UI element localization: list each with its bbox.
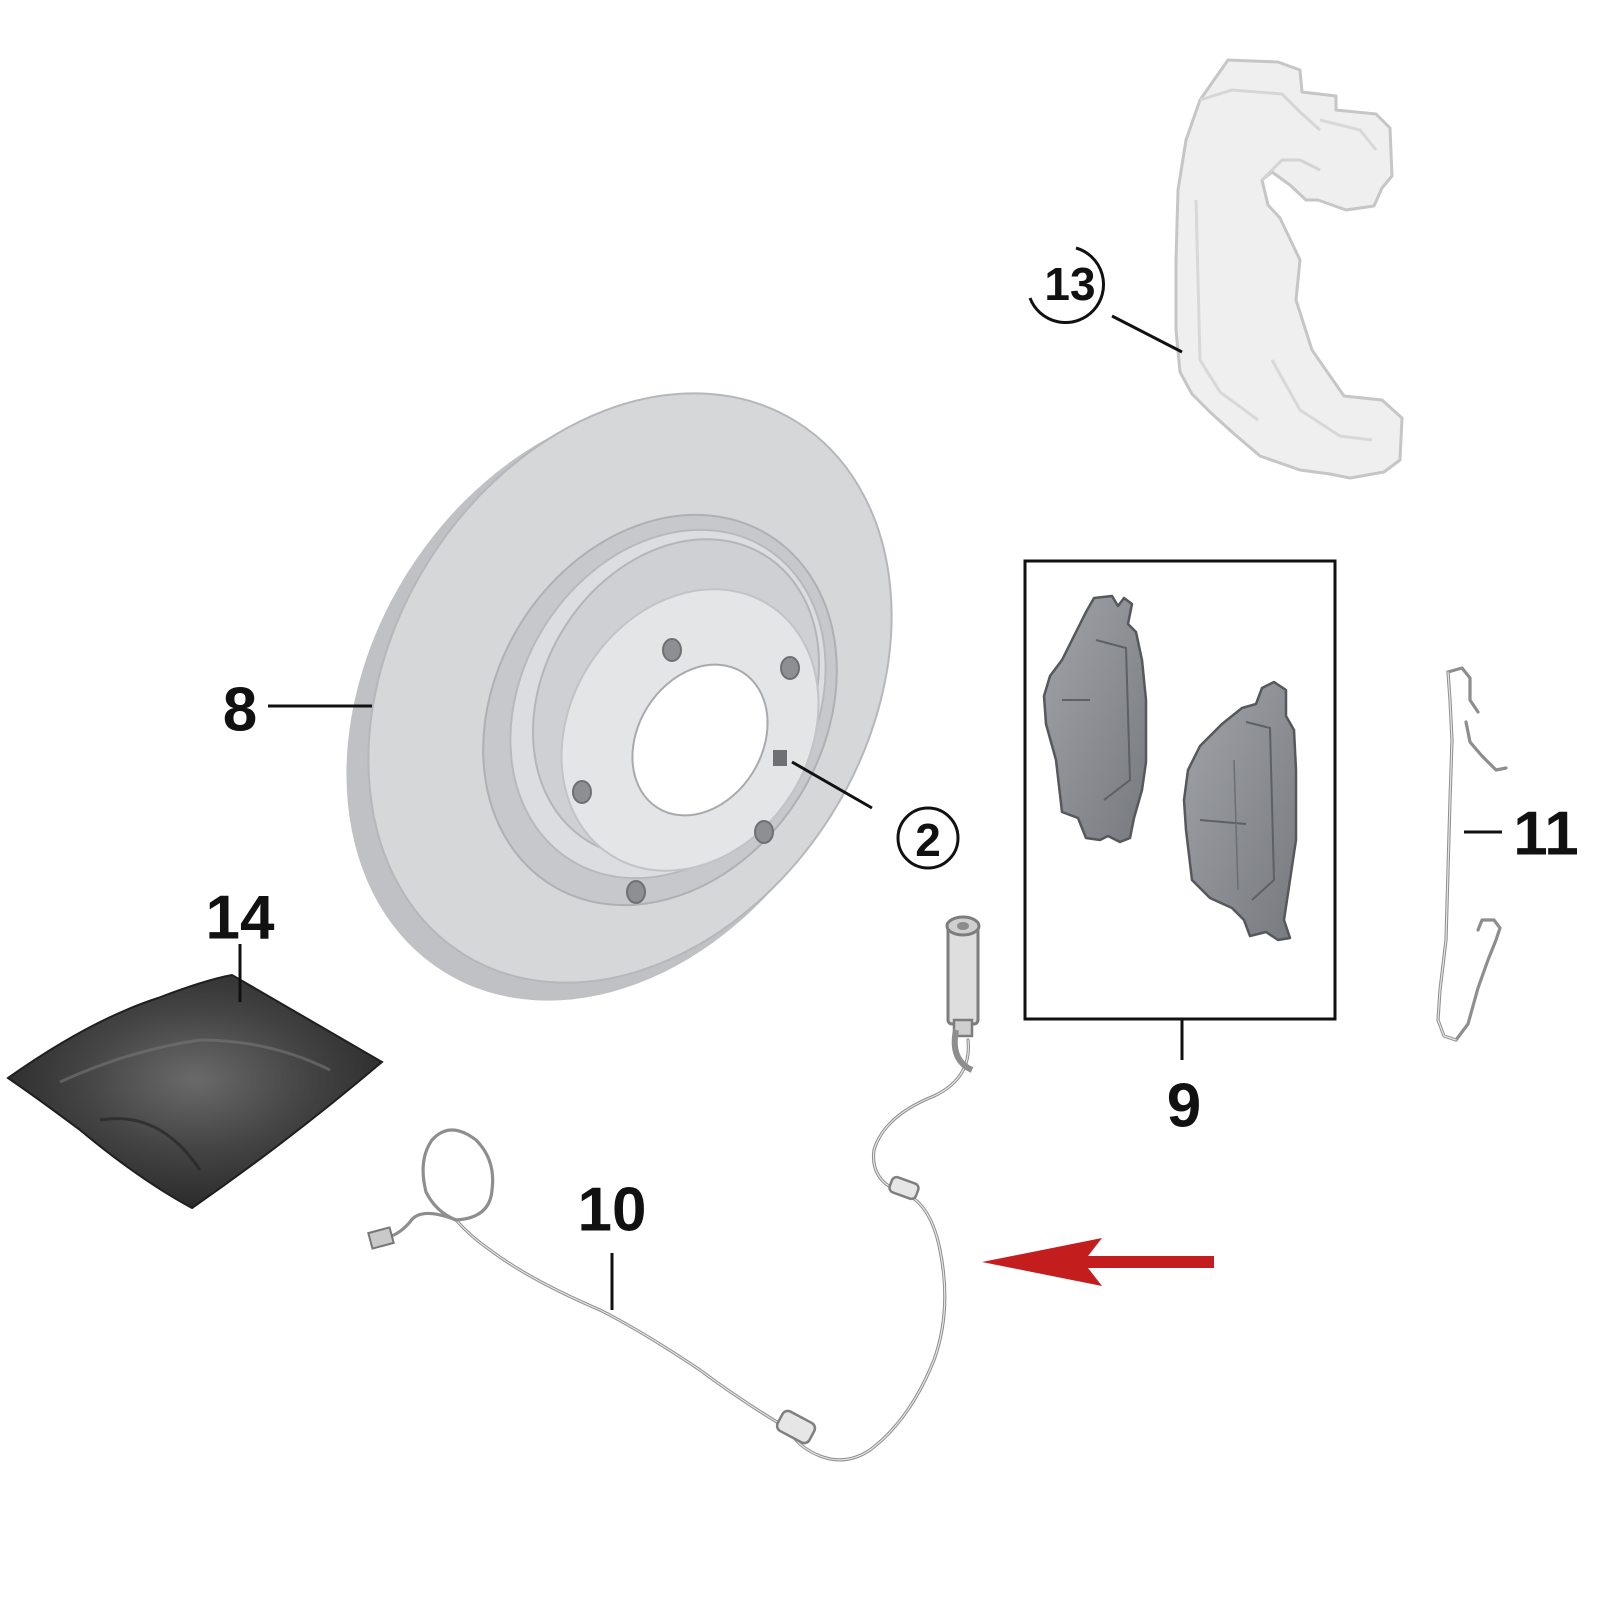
callout-2: 2: [915, 814, 941, 866]
spring-clip: [1436, 666, 1508, 1042]
callout-13-circle: [1028, 246, 1106, 325]
leader-13: [1111, 314, 1183, 354]
brake-pad-set: [1023, 559, 1337, 1021]
callout-8: 8: [223, 676, 257, 745]
callout-13: 13: [1044, 258, 1095, 310]
red-arrow-icon: [982, 1238, 1214, 1286]
caliper-carrier: [1174, 58, 1404, 480]
sensor-cable-clip: [888, 1175, 920, 1201]
sensor-probe: [945, 915, 981, 1073]
leader-lines: [238, 314, 1502, 1310]
callout-10: 10: [578, 1176, 647, 1245]
sensor-inline-clip: [775, 1409, 817, 1445]
brake-pad-left: [1042, 594, 1148, 844]
grease-packet: [6, 973, 384, 1210]
callout-labels: 8 2 9 10 11 13 14: [206, 258, 1579, 1245]
leader-2: [791, 760, 873, 810]
callout-11: 11: [1513, 800, 1579, 869]
rotor-screw: [773, 750, 787, 766]
brake-rotor: [346, 392, 893, 1001]
wear-sensor: [367, 915, 981, 1462]
brake-pad-right: [1182, 680, 1298, 942]
callout-2-circle: [896, 806, 960, 870]
callout-9: 9: [1167, 1072, 1201, 1141]
callout-14: 14: [206, 884, 275, 953]
rotor-bolt-holes: [572, 638, 800, 904]
sensor-connector-end: [367, 1226, 395, 1250]
pad-set-frame: [1023, 559, 1337, 1021]
